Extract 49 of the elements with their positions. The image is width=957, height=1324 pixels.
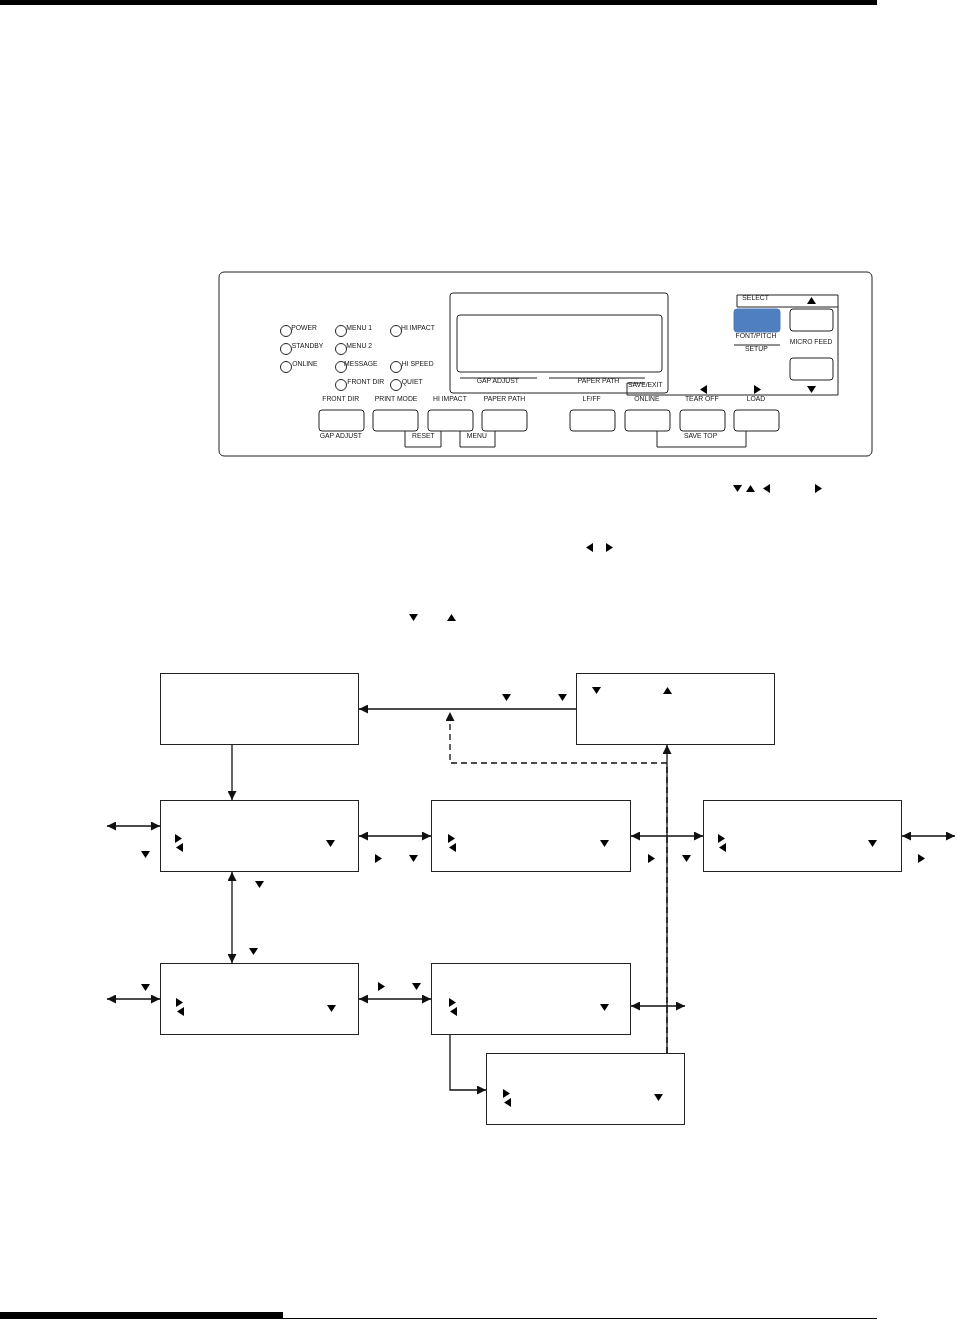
panel-label: PAPER PATH (577, 376, 619, 385)
arrow (358, 994, 432, 1004)
bracket-label: MENU (467, 431, 487, 440)
button-label: GAP ADJUST (319, 431, 363, 440)
empty-box (160, 963, 359, 1035)
indicator-label: HI SPEED (402, 359, 434, 368)
empty-box (160, 673, 359, 745)
indicator-label: POWER (291, 323, 317, 332)
button-label: LF/FF (582, 394, 602, 403)
empty-box (703, 800, 902, 872)
arrow (227, 871, 237, 964)
bracket-label: SAVE TOP (684, 431, 718, 440)
bracket-label: RESET (411, 431, 435, 440)
arrow (630, 831, 704, 841)
indicator-label: HI IMPACT (401, 323, 435, 332)
button-label: ONLINE (634, 394, 660, 403)
arrow (106, 994, 161, 1004)
button-label: PRINT MODE (374, 394, 418, 403)
empty-box (431, 963, 631, 1035)
indicator-label: MENU 2 (346, 341, 372, 350)
empty-box (486, 1053, 685, 1125)
arrow (106, 821, 161, 831)
indicator-label: ONLINE (292, 359, 318, 368)
button-label: LOAD (746, 394, 766, 403)
indicator-label: MESSAGE (344, 359, 378, 368)
indicator-label: MENU 1 (346, 323, 372, 332)
button-label: SELECT (742, 293, 770, 302)
indicator-label: FRONT DIR (347, 377, 385, 386)
panel-label: GAP ADJUST (476, 376, 520, 385)
arrow (449, 1034, 487, 1095)
button-label: FONT/PITCH (735, 331, 777, 340)
arrow (662, 744, 672, 1054)
empty-box (431, 800, 631, 872)
empty-box (576, 673, 775, 745)
indicator-label: STANDBY (292, 341, 324, 350)
button-label: MICRO FEED (789, 337, 833, 346)
panel-label: SAVE/EXIT (627, 380, 663, 389)
empty-box (160, 800, 359, 872)
arrow (901, 831, 956, 841)
arrow (358, 831, 432, 841)
indicator-label: QUIET (401, 377, 423, 386)
button-label: HI IMPACT (433, 394, 467, 403)
arrow (630, 1001, 686, 1011)
button-label: TEAR OFF (685, 394, 719, 403)
arrow (358, 704, 577, 714)
button-label: FRONT DIR (322, 394, 360, 403)
arrow (227, 744, 237, 801)
button-label: PAPER PATH (483, 394, 525, 403)
button-label: SETUP (744, 344, 768, 353)
